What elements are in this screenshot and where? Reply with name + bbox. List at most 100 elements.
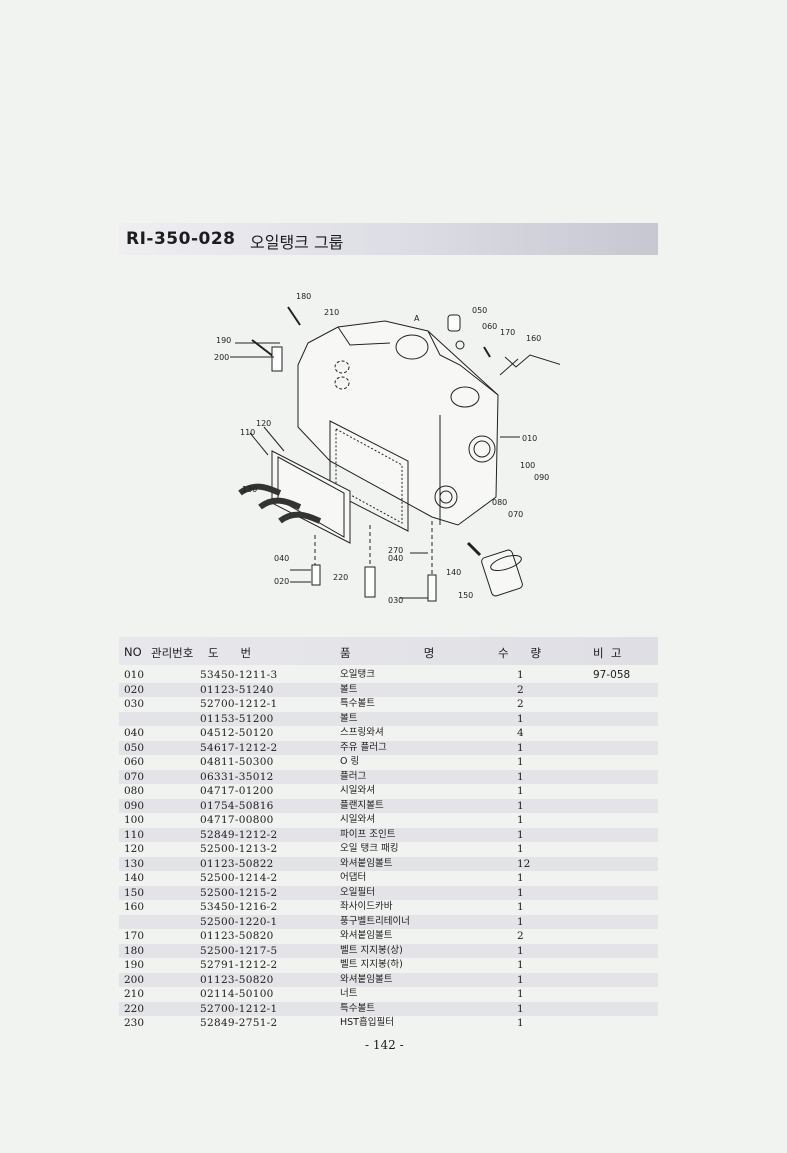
svg-text:070: 070 xyxy=(508,510,523,519)
svg-text:030: 030 xyxy=(388,596,403,605)
tank-packing xyxy=(329,420,409,532)
row-no: 050 xyxy=(124,741,145,754)
part-name: 벨트 지지봉(하) xyxy=(340,959,403,970)
part-number: 53450-1216-2 xyxy=(200,901,278,913)
svg-text:A: A xyxy=(414,314,420,323)
svg-text:020: 020 xyxy=(274,577,289,586)
part-number: 02114-50100 xyxy=(200,988,274,1000)
svg-text:050: 050 xyxy=(472,306,487,315)
table-row: 140 52500-1214-2 어댑터 1 xyxy=(119,871,658,886)
svg-text:270: 270 xyxy=(388,546,403,555)
part-number: 52849-1212-2 xyxy=(200,828,278,841)
row-no: 210 xyxy=(124,988,145,1000)
row-no: 140 xyxy=(124,872,145,884)
col-part-no: 도 번 xyxy=(208,646,252,660)
part-name: 플러그 xyxy=(340,770,367,782)
part-number: 01153-51200 xyxy=(200,712,274,725)
row-no: 150 xyxy=(124,886,145,899)
row-no: 010 xyxy=(124,669,145,681)
row-no: 220 xyxy=(124,1002,145,1015)
svg-text:010: 010 xyxy=(522,434,537,443)
part-name: 좌사이드카바 xyxy=(340,901,393,912)
row-no: 060 xyxy=(124,756,145,768)
row-no: 090 xyxy=(124,799,145,812)
row-no: 200 xyxy=(124,973,145,986)
row-no: 020 xyxy=(124,683,145,696)
part-number: 52500-1214-2 xyxy=(200,872,278,884)
remark: 97-058 xyxy=(593,669,631,681)
quantity: 1 xyxy=(517,973,524,986)
part-number: 52500-1217-5 xyxy=(200,944,278,957)
part-number: 04717-01200 xyxy=(200,785,274,797)
row-no: 180 xyxy=(124,944,145,957)
part-name: 주유 플러그 xyxy=(340,741,387,753)
table-header: NO 관리번호 도 번 품 명 수 량 비 고 xyxy=(119,637,658,665)
svg-text:130: 130 xyxy=(242,485,257,494)
svg-text:210: 210 xyxy=(324,308,339,317)
quantity: 1 xyxy=(517,669,524,681)
col-remark: 비 고 xyxy=(593,646,622,660)
title-bar xyxy=(119,223,658,255)
quantity: 1 xyxy=(517,770,524,783)
part-number: 52700-1212-1 xyxy=(200,698,278,710)
part-name: 벨트 지지봉(상) xyxy=(340,944,403,956)
part-name: 오일 탱크 패킹 xyxy=(340,843,399,854)
svg-text:200: 200 xyxy=(214,353,229,362)
quantity: 1 xyxy=(517,828,524,841)
svg-text:110: 110 xyxy=(240,428,255,437)
svg-text:120: 120 xyxy=(256,419,271,428)
svg-text:160: 160 xyxy=(526,334,541,343)
quantity: 1 xyxy=(517,959,524,971)
svg-text:040: 040 xyxy=(274,554,289,563)
svg-text:140: 140 xyxy=(446,568,461,577)
quantity: 1 xyxy=(517,872,524,884)
row-no: 230 xyxy=(124,1017,145,1029)
part-name: 어댑터 xyxy=(340,872,367,883)
quantity: 2 xyxy=(517,930,524,942)
diagram-callouts: 180 210 190 200 120 110 130 040 020 220 … xyxy=(214,292,549,605)
svg-text:060: 060 xyxy=(482,322,497,331)
quantity: 12 xyxy=(517,857,531,870)
part-name: 파이프 조인트 xyxy=(340,828,396,840)
part-name: 풍구벨트리테이너 xyxy=(340,915,410,927)
part-name: 와셔붙임볼트 xyxy=(340,973,393,985)
quantity: 1 xyxy=(517,712,524,725)
row-no: 080 xyxy=(124,785,145,797)
quantity: 1 xyxy=(517,741,524,754)
part-name: 플랜지볼트 xyxy=(340,799,384,811)
part-name: 너트 xyxy=(340,988,358,999)
group-name: 오일탱크 그룹 xyxy=(250,233,344,252)
part-name: 와셔붙임볼트 xyxy=(340,930,393,941)
part-name: O 링 xyxy=(340,756,360,767)
part-number: 01123-50822 xyxy=(200,857,274,870)
oil-filter xyxy=(481,549,523,597)
part-number: 04717-00800 xyxy=(200,814,274,826)
exploded-parts-diagram: 180 210 190 200 120 110 130 040 020 220 … xyxy=(214,292,560,605)
quantity: 1 xyxy=(517,1017,524,1029)
oil-tank-body xyxy=(297,320,499,526)
col-part-name: 품 명 xyxy=(340,646,435,660)
row-no: 160 xyxy=(124,901,145,913)
row-no: 100 xyxy=(124,814,145,826)
part-number: 04512-50120 xyxy=(200,727,274,739)
col-qty: 수 량 xyxy=(498,646,542,660)
part-name: 시일와셔 xyxy=(340,785,375,796)
part-number: 52849-2751-2 xyxy=(200,1017,278,1029)
col-mgmt-no: 관리번호 xyxy=(151,646,194,660)
quantity: 1 xyxy=(517,843,524,855)
